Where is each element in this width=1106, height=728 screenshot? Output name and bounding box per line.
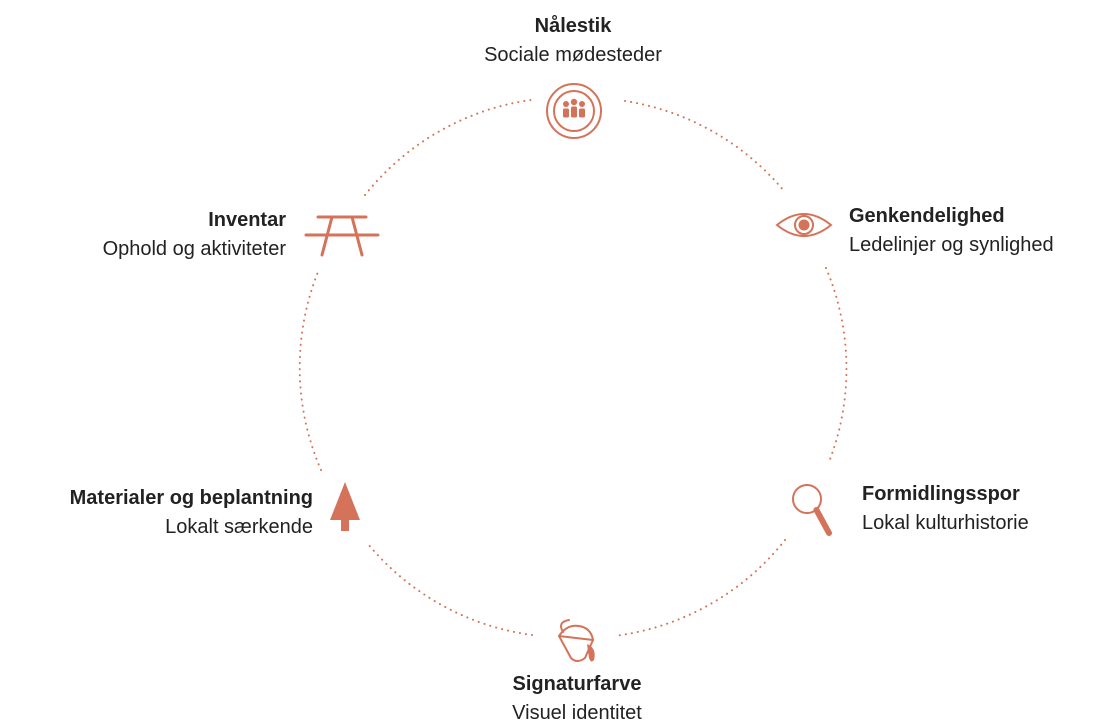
node-inventar: Inventar Ophold og aktiviteter [103, 206, 286, 264]
ring-arc-1 [624, 100, 785, 192]
node-signaturfarve: Signaturfarve Visuel identitet [457, 670, 697, 728]
node-subtitle: Lokalt særkende [165, 516, 313, 538]
ring-arc-2 [825, 267, 848, 463]
paint-bucket-icon [558, 619, 595, 662]
picnic-table-icon [304, 215, 380, 257]
node-subtitle: Ledelinjer og synlighed [849, 234, 1054, 256]
node-subtitle: Visuel identitet [512, 702, 642, 724]
node-subtitle: Sociale mødesteder [484, 44, 662, 66]
node-title: Genkendelighed [849, 205, 1005, 227]
node-genkendelighed: Genkendelighed Ledelinjer og synlighed [849, 202, 1054, 260]
people-group-icon [546, 83, 602, 139]
ring-arc-3 [613, 539, 786, 637]
ring-arc-4 [367, 543, 533, 636]
node-title: Materialer og beplantning [69, 487, 313, 509]
node-subtitle: Lokal kulturhistorie [862, 512, 1029, 534]
ring-arc-5 [298, 271, 322, 471]
node-formidlingsspor: Formidlingsspor Lokal kulturhistorie [862, 480, 1029, 538]
node-subtitle: Ophold og aktiviteter [102, 238, 286, 260]
eye-icon [775, 213, 833, 237]
magnifier-icon [792, 484, 832, 536]
ring-arc-6 [364, 99, 532, 196]
node-title: Inventar [208, 209, 286, 231]
node-title: Signaturfarve [512, 673, 642, 695]
node-nalestik: Nålestik Sociale mødesteder [453, 12, 693, 70]
node-title: Formidlingsspor [862, 483, 1020, 505]
tree-icon [330, 482, 360, 531]
node-materialer: Materialer og beplantning Lokalt særkend… [70, 484, 313, 542]
node-title: Nålestik [534, 15, 612, 37]
